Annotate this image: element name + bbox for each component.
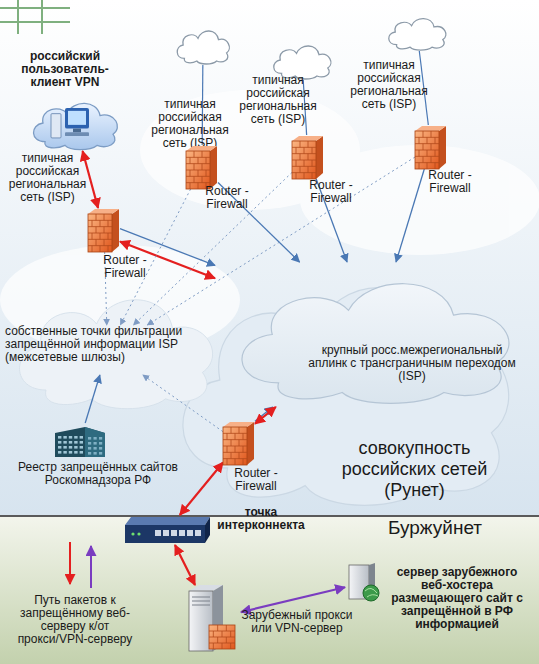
area-label: совокупность российских сетей (Рунет)	[322, 438, 507, 501]
area-label: Буржуйнет	[355, 516, 515, 540]
network-cloud-graphic	[172, 25, 234, 65]
proxy-server-icon	[183, 585, 241, 653]
user-cloud	[25, 95, 125, 151]
switch-icon	[125, 515, 210, 545]
legend-text: Путь пакетов к запрещённому веб-серверу …	[10, 594, 140, 646]
filter-link	[143, 375, 223, 432]
node-label: собственные точки фильтрации запрещённой…	[5, 325, 190, 364]
sky-area	[0, 0, 539, 516]
network-node: крупный росс.межрегиональный аплинк с тр…	[215, 262, 533, 407]
node-heading: российский пользователь-клиент VPN	[10, 50, 120, 89]
node-label: сервер зарубежного веб-хостера размещающ…	[387, 566, 527, 631]
node-label: точка интерконнекта	[211, 506, 311, 532]
node-label: Router - Firewall	[227, 467, 285, 493]
node-label: Зарубежный прокси или VPN-сервер	[241, 609, 353, 635]
firewall-icon-graphic	[292, 135, 324, 179]
network-node: Реестр запрещённых сайтов Роскомнадзора …	[8, 423, 188, 493]
firewall-icon-graphic	[88, 208, 120, 252]
uplink-cloud-graphic	[215, 262, 533, 407]
corner-grid	[0, 0, 70, 34]
web-host-server-icon-graphic	[345, 563, 381, 603]
node-label: типичная российская региональная сеть (I…	[5, 152, 90, 204]
network-node: точка интерконнекта	[125, 503, 315, 548]
network-link	[85, 375, 100, 423]
foreign-area	[0, 516, 539, 664]
network-link	[255, 407, 276, 424]
switch-icon-graphic	[125, 515, 210, 545]
network-node: российский пользователь-клиент VPN типичн…	[5, 50, 125, 210]
legend-sample	[53, 538, 113, 592]
network-node: типичная российская региональная сеть (I…	[345, 13, 455, 113]
network-cloud	[383, 13, 451, 51]
firewall-icon	[186, 145, 218, 189]
node-label: типичная российская региональная сеть (I…	[149, 98, 231, 150]
network-node: Router - Firewall	[86, 208, 158, 284]
node-label: Router - Firewall	[421, 169, 479, 195]
web-host-server-icon	[345, 563, 381, 603]
node-label: Реестр запрещённых сайтов Роскомнадзора …	[8, 461, 188, 487]
network-link	[396, 169, 424, 262]
registry-building	[55, 423, 105, 457]
network-node: сервер зарубежного веб-хостера размещающ…	[343, 563, 537, 635]
legend-arrows	[53, 538, 113, 592]
network-node: Router - Firewall	[184, 145, 260, 221]
node-label: крупный росс.межрегиональный аплинк с тр…	[303, 344, 521, 383]
network-link	[180, 462, 223, 515]
network-node: Зарубежный прокси или VPN-сервер	[183, 585, 355, 657]
legend-entry: Путь пакетов к запрещённому веб-серверу …	[5, 538, 145, 658]
user-cloud-graphic	[25, 95, 125, 151]
firewall-icon	[415, 125, 447, 169]
network-cloud	[172, 25, 234, 65]
firewall-icon-graphic	[415, 125, 447, 169]
network-node: Router - Firewall	[221, 421, 293, 497]
network-node: Router - Firewall	[290, 135, 366, 211]
network-cloud-graphic	[383, 13, 451, 51]
node-label: типичная российская региональная сеть (I…	[347, 59, 431, 111]
firewall-icon-graphic	[223, 421, 255, 465]
network-node: типичная российская региональная сеть (I…	[140, 25, 252, 150]
network-node: Router - Firewall	[413, 125, 488, 201]
firewall-icon-graphic	[186, 145, 218, 189]
network-link	[255, 407, 273, 421]
filter-link	[133, 172, 292, 325]
firewall-icon	[292, 135, 324, 179]
node-label: Router - Firewall	[302, 179, 360, 205]
network-node: собственные точки фильтрации запрещённой…	[5, 325, 210, 375]
firewall-icon	[223, 421, 255, 465]
registry-building-graphic	[55, 423, 105, 457]
network-node: типичная российская региональная сеть (I…	[236, 40, 341, 140]
firewall-icon	[88, 208, 120, 252]
node-label: Router - Firewall	[198, 185, 256, 211]
uplink-cloud	[215, 262, 533, 407]
node-label: Router - Firewall	[96, 254, 154, 280]
proxy-server-icon-graphic	[183, 585, 241, 653]
node-label: типичная российская региональная сеть (I…	[236, 74, 320, 126]
network-link	[175, 545, 195, 585]
